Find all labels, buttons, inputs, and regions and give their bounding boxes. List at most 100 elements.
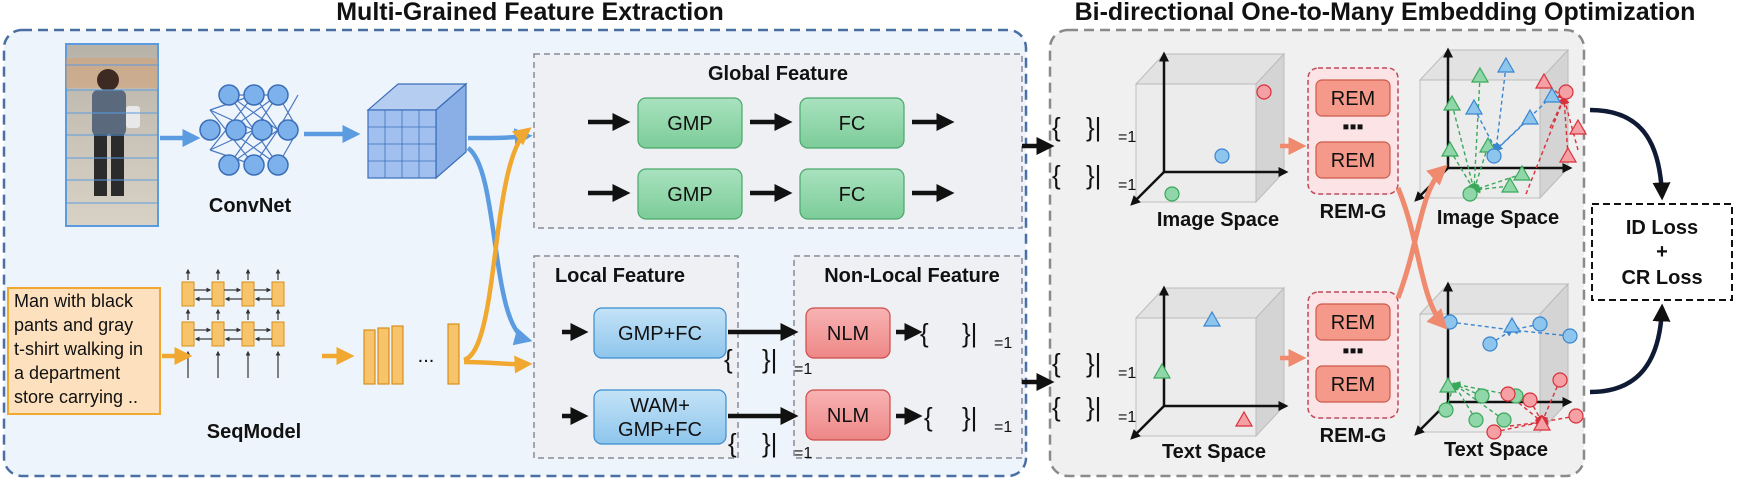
sub-index: =1 [1118,365,1136,382]
rem-dots: ▪▪▪ [1342,340,1363,362]
caption-line: store carrying .. [14,387,138,407]
sub-index: =1 [994,419,1012,436]
embedding-point [1552,372,1568,388]
sub-index: =1 [794,445,812,462]
axis-line [1130,171,1165,206]
brace-close: }| [1086,348,1101,378]
brace-open: { [724,344,733,374]
embedding-point [1470,66,1490,83]
fc-block-label: FC [839,113,866,135]
image-space-label: Image Space [1157,209,1279,231]
embedding-point [1568,408,1584,424]
caption-line: pants and gray [14,315,133,335]
embedding-point [1486,148,1502,164]
embedding-point [1496,56,1516,73]
embedding-point [1520,108,1540,125]
dashed-link [1451,103,1477,192]
id-loss-label: ID Loss [1626,217,1698,239]
brace-open: { [1052,112,1061,142]
rem-g-label: REM-G [1320,425,1387,447]
embedding-point [1532,414,1552,431]
right-title: Bi-directional One-to-Many Embedding Opt… [1075,0,1696,26]
sub-index: =1 [1118,177,1136,194]
caption-text: Man with black pants and gray t-shirt wa… [14,291,143,407]
convnet-label: ConvNet [209,195,292,217]
feature-map-cube [366,82,468,180]
embedding-point [1512,164,1532,181]
wam-label: WAM+ [630,395,690,417]
global-row-1: GMP FC [588,97,955,149]
embedding-point [1202,310,1222,327]
dashed-link [1510,326,1571,337]
dashed-link [1473,107,1497,152]
lstm-cell [181,321,195,347]
lstm-cell [271,321,285,347]
sub-index: =1 [994,335,1012,352]
lstm-cell [241,321,255,347]
gmp-fc-label: GMP+FC [618,323,702,345]
embedding-point [1152,362,1172,379]
embedding-point [1562,328,1578,344]
seqmodel-label: SeqModel [207,421,301,443]
embedding-point [1542,86,1562,103]
loss-box [1591,203,1733,301]
brace-open: { [1052,392,1061,422]
dashed-link [1525,96,1566,195]
sub-index: =1 [1118,129,1136,146]
dashed-link [1452,382,1483,397]
embedding-point [1558,84,1574,100]
embedding-point [1532,316,1548,332]
nlm-label: NLM [827,323,869,345]
brace-open: { [1052,348,1061,378]
set-notation-image-1: { }| =1 [1052,112,1136,146]
embedding-point [1234,410,1254,427]
text-space-right [1414,281,1573,436]
brace-close: }| [762,428,777,458]
embedding-point [1442,314,1458,330]
set-notation-image-2: { }| =1 [1052,160,1136,194]
cr-loss-label: CR Loss [1621,267,1702,289]
dashed-link [1492,65,1507,152]
embedding-point [1442,94,1462,111]
embedding-point [1440,140,1460,157]
lstm-cell [211,281,225,307]
dashed-link [1449,149,1476,192]
sub-index: =1 [794,361,812,378]
dashed-link [1540,415,1577,425]
cube-front [1135,83,1257,203]
plus-label: + [1656,241,1668,263]
brace-close: }| [1086,392,1101,422]
embedding-spaces [1130,47,1588,440]
image-space-label-right: Image Space [1437,207,1559,229]
embedding-point [1462,186,1478,202]
embedding-point [1486,424,1502,440]
lstm-cell [271,281,285,307]
left-title: Multi-Grained Feature Extraction [336,0,724,26]
dashed-link [1472,173,1523,192]
embedding-point [1496,412,1512,428]
embedding-point [1438,402,1454,418]
axis-line [1130,405,1165,440]
sub-index: =1 [1118,409,1136,426]
brace-close: }| [1086,112,1101,142]
wam-gmp-fc-block [593,389,727,445]
rem-label: REM [1331,374,1375,396]
embedding-point [1256,84,1272,100]
nonlocal-feature-label: Non-Local Feature [824,265,1000,287]
dashed-link [1449,321,1514,334]
brace-open: { [920,318,929,348]
embedding-point [1464,98,1484,115]
dashed-link [1549,96,1566,129]
global-row-2: GMP FC [588,168,955,220]
local-feature-label: Local Feature [555,265,685,287]
brace-close: }| [762,344,777,374]
embedding-point [1468,412,1484,428]
embedding-point [1558,146,1578,163]
rem-label: REM [1331,150,1375,172]
set-notation-text-1: { }| =1 [1052,348,1136,382]
set-notation-text-2: { }| =1 [1052,392,1136,426]
lstm-cell [181,281,195,307]
dashed-link [1470,75,1481,192]
gmp-fc-label: GMP+FC [618,419,702,441]
text-space-left [1130,285,1289,440]
